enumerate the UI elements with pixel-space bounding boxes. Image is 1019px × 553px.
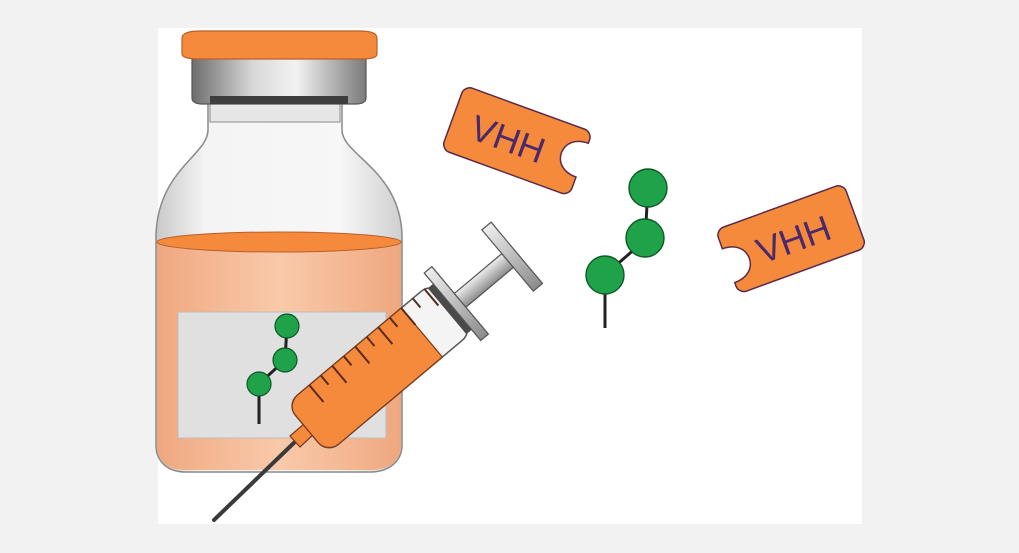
syringe-stopper	[427, 281, 475, 335]
syringe-thumb-pad	[481, 221, 544, 292]
vial-liquid-surface	[156, 231, 402, 253]
syringe-icon	[212, 221, 544, 522]
syringe-liquid	[291, 307, 444, 449]
vhh-nanobody-icon: VHH	[717, 185, 866, 293]
vial-cap-ring	[210, 96, 348, 104]
syringe-needle	[212, 435, 302, 522]
vhh-nanobody-shape	[442, 87, 591, 195]
glycan-chain-icon	[585, 168, 668, 328]
syringe-graduations	[308, 288, 440, 403]
vhh-nanobody-shape	[717, 185, 866, 293]
glycan-chain-icon	[246, 313, 300, 424]
vial-metal-cap	[191, 53, 367, 105]
vhh-nanobody-icon: VHH	[442, 87, 591, 195]
syringe-plunger-rod	[453, 252, 515, 309]
vial-orange-top	[181, 30, 378, 60]
